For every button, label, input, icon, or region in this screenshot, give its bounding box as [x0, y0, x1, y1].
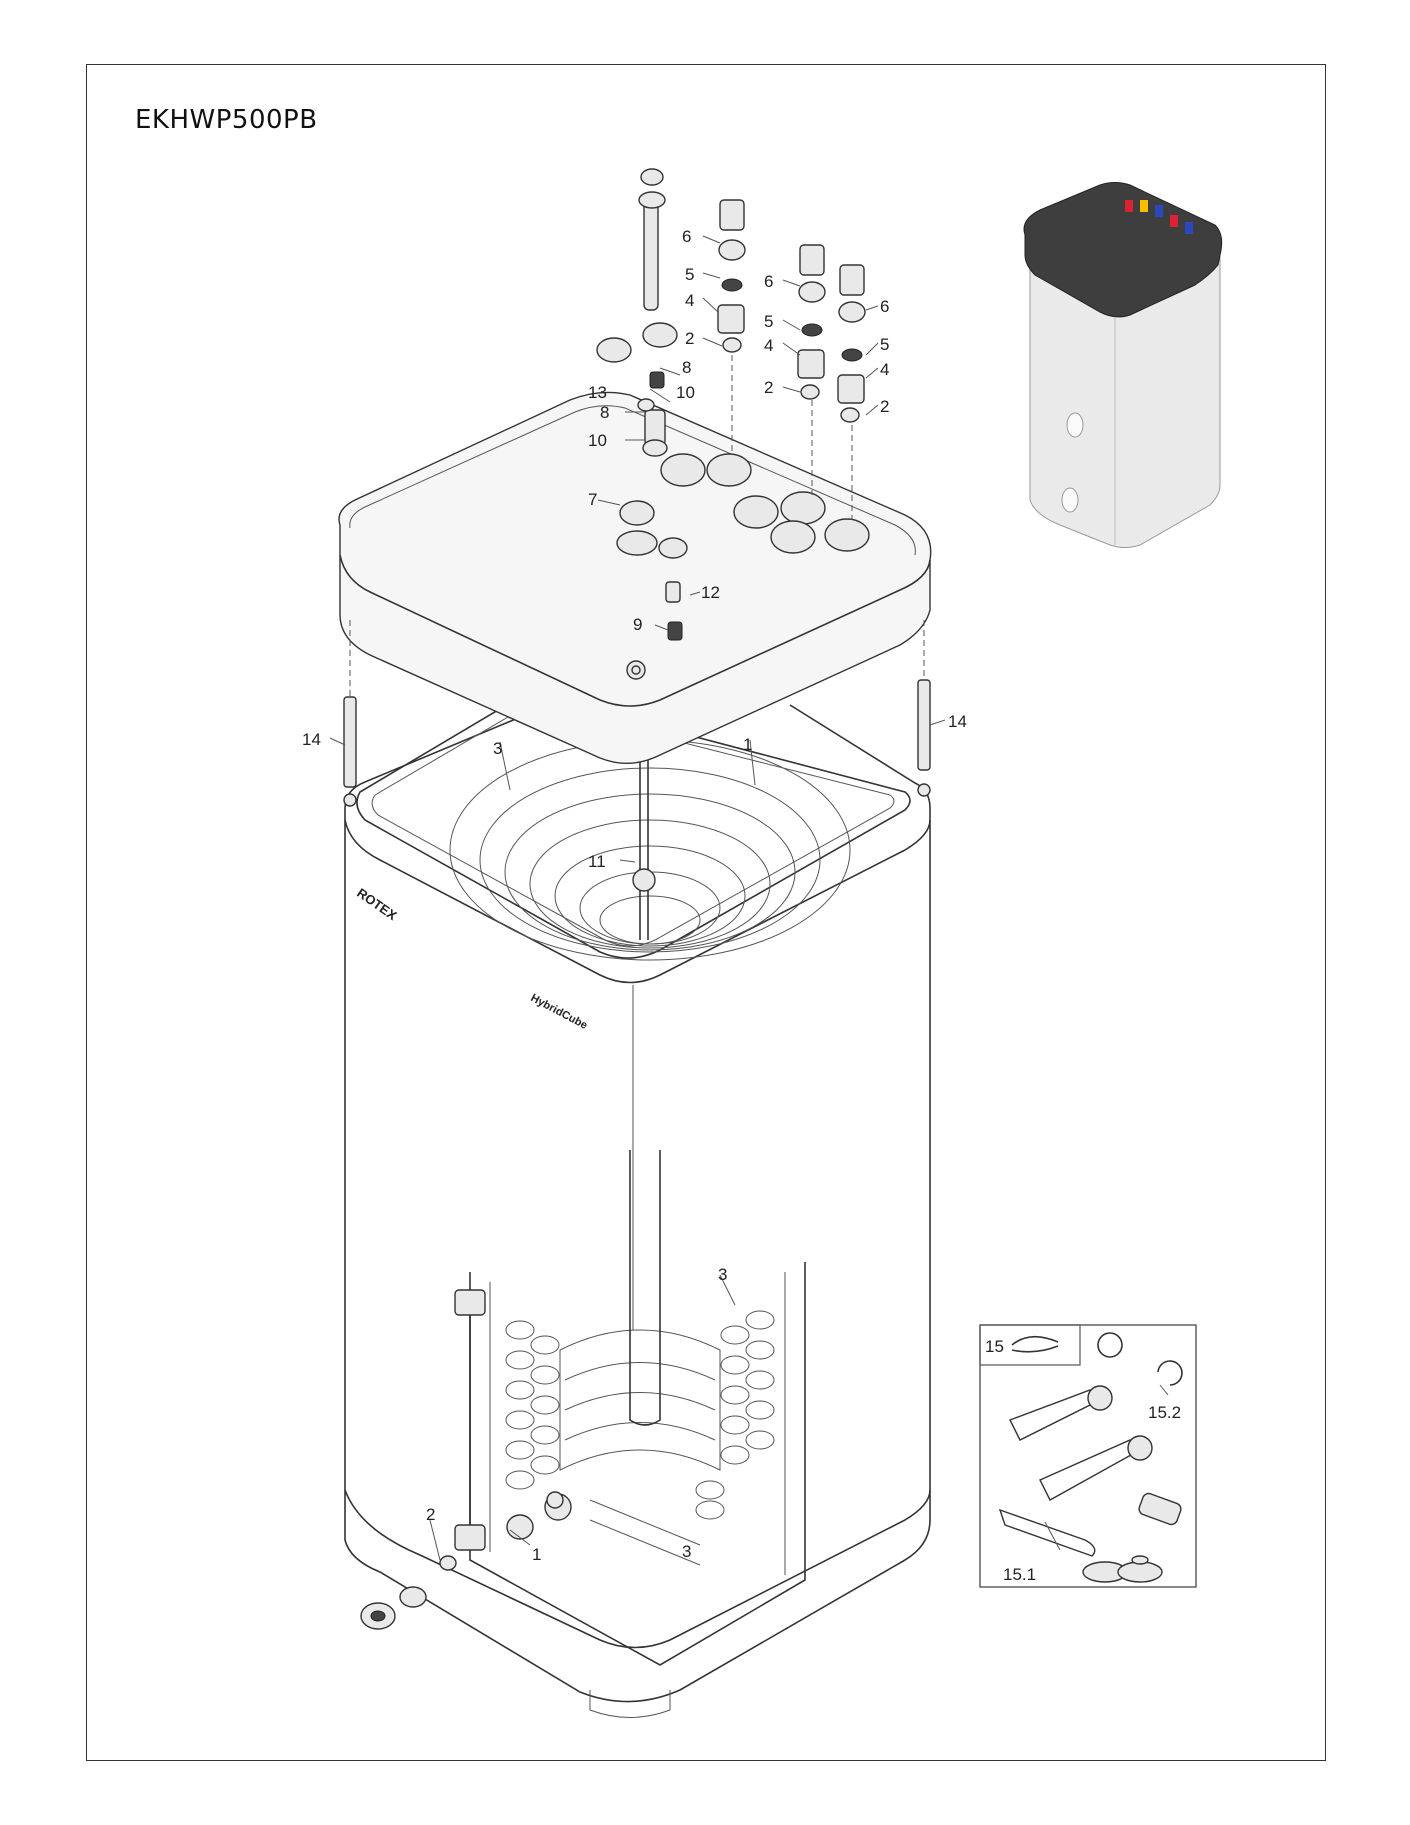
bottom-fittings [360, 1514, 534, 1630]
callout-6: 6 [682, 227, 691, 246]
callout-2: 2 [426, 1505, 435, 1524]
callout-3: 3 [718, 1265, 727, 1284]
callout-4: 4 [880, 360, 889, 379]
coil-top-view [449, 739, 851, 961]
callout-8: 8 [682, 358, 691, 377]
callout-4: 4 [764, 336, 773, 355]
callout-5: 5 [685, 265, 694, 284]
callout-7: 7 [588, 490, 597, 509]
callout-14: 14 [302, 730, 321, 749]
callout-13: 13 [588, 383, 607, 402]
drawing-frame [86, 64, 1326, 1761]
callout-2: 2 [764, 378, 773, 397]
tank-lid [338, 391, 932, 764]
callout-14: 14 [948, 712, 967, 731]
product-mark: HybridCube [529, 992, 590, 1032]
leader-lines [329, 235, 1169, 1561]
callout-5: 5 [880, 335, 889, 354]
lid-fittings [616, 453, 870, 641]
callout-6: 6 [764, 272, 773, 291]
callout-15-1: 15.1 [1003, 1565, 1036, 1584]
threaded-rods [343, 620, 931, 807]
callout-3: 3 [682, 1542, 691, 1561]
callout-10: 10 [676, 383, 695, 402]
callout-2: 2 [880, 397, 889, 416]
callout-15: 15 [985, 1337, 1004, 1356]
tank-body [344, 689, 931, 1718]
callout-12: 12 [701, 583, 720, 602]
upper-stack-fittings [596, 168, 866, 520]
callout-2: 2 [685, 329, 694, 348]
callout-11: 11 [588, 852, 606, 871]
callout-10: 10 [588, 431, 607, 450]
accessory-box [979, 1324, 1197, 1588]
brand-mark: ROTEX [354, 885, 400, 923]
callout-6: 6 [880, 297, 889, 316]
callout-1: 1 [532, 1545, 541, 1564]
callout-1: 1 [743, 735, 752, 754]
callout-3: 3 [493, 739, 502, 758]
callout-9: 9 [633, 615, 642, 634]
callout-8: 8 [600, 403, 609, 422]
callout-5: 5 [764, 312, 773, 331]
coil-cutaway [454, 1150, 806, 1666]
callout-15-2: 15.2 [1148, 1403, 1181, 1422]
product-thumbnail [1023, 182, 1223, 548]
callout-4: 4 [685, 291, 694, 310]
model-title: EKHWP500PB [135, 105, 318, 135]
